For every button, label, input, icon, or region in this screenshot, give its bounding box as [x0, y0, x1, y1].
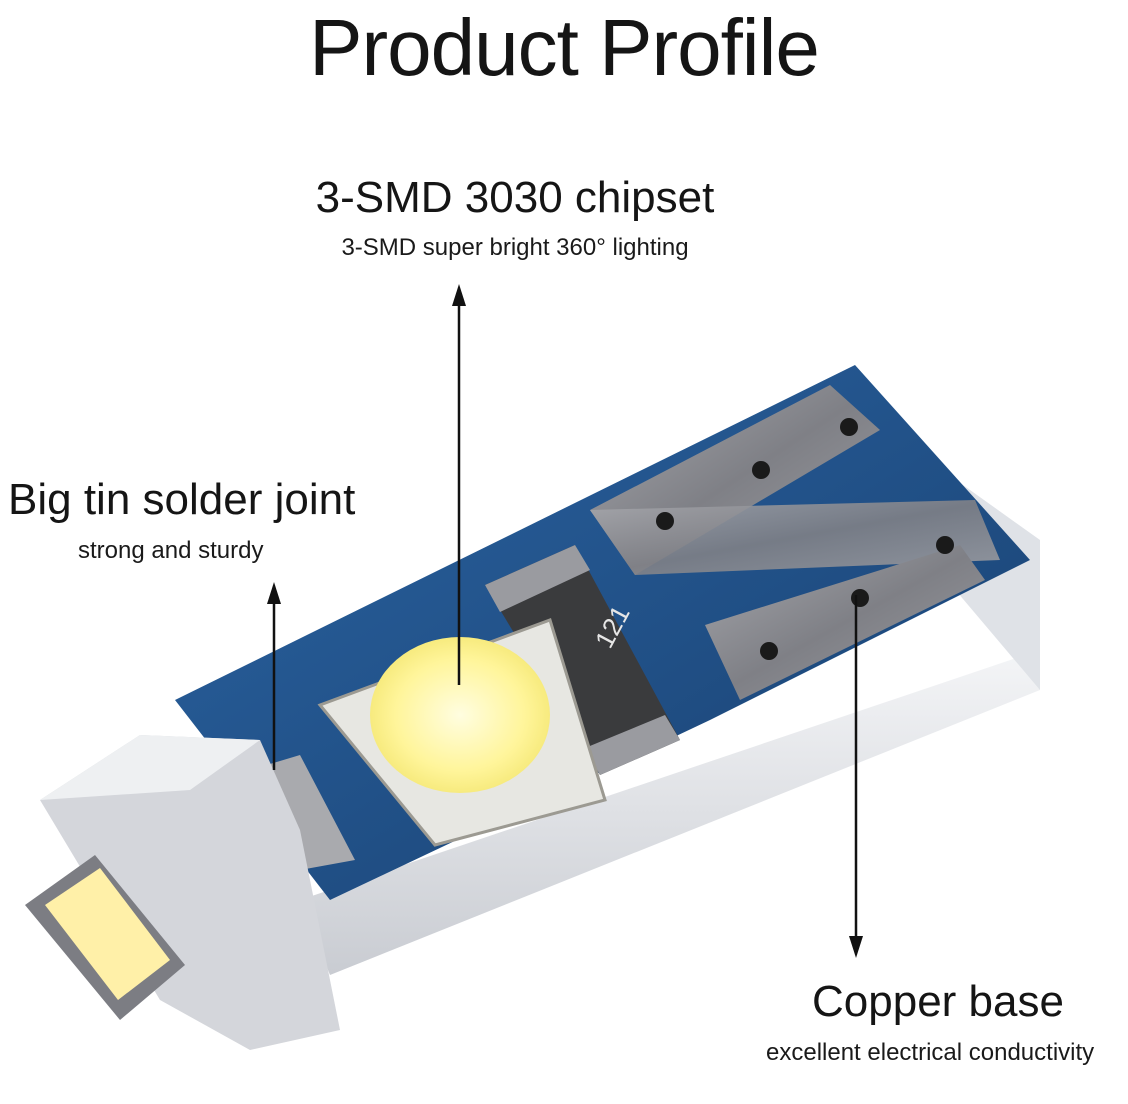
arrow-solder	[267, 582, 281, 770]
arrow-copper	[849, 595, 863, 958]
solder-callout-subtitle: strong and sturdy	[78, 537, 264, 564]
pad-hole	[840, 418, 858, 436]
chipset-callout-subtitle: 3-SMD super bright 360° lighting	[341, 234, 689, 261]
pad-hole	[936, 536, 954, 554]
pad-hole	[656, 512, 674, 530]
pad-hole	[760, 642, 778, 660]
led-chip-emitter	[370, 637, 550, 793]
chipset-callout-title: 3-SMD 3030 chipset	[315, 173, 715, 222]
solder-callout-title: Big tin solder joint	[8, 475, 356, 524]
copper-callout-subtitle: excellent electrical conductivity	[766, 1039, 1095, 1066]
arrow-chipset	[452, 284, 466, 685]
page-title: Product Profile	[309, 3, 820, 92]
pad-hole	[851, 589, 869, 607]
copper-callout-title: Copper base	[812, 977, 1064, 1026]
solder-pad-lower	[705, 545, 985, 700]
end-cap	[40, 735, 340, 1050]
pad-hole	[752, 461, 770, 479]
resistor	[485, 545, 680, 775]
